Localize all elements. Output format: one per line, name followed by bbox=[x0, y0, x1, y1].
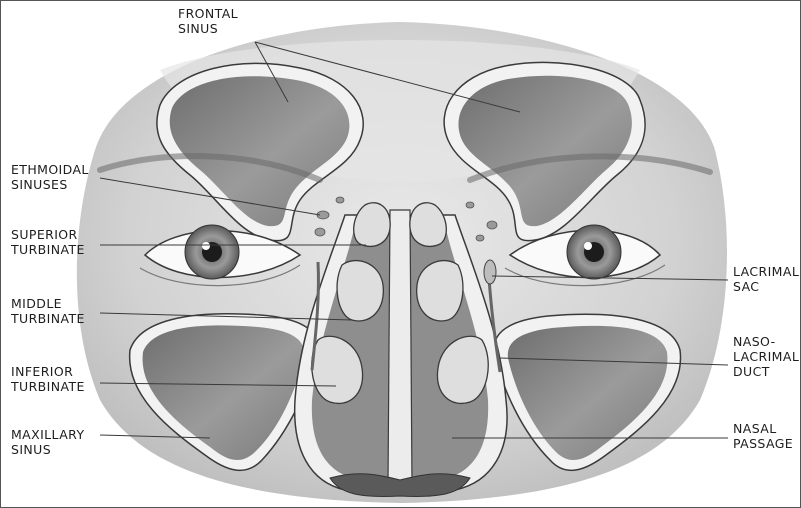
label-frontal-sinus: FRONTAL SINUS bbox=[178, 6, 238, 36]
label-nasal-passage: NASAL PASSAGE bbox=[733, 421, 793, 451]
label-lacrimal-sac: LACRIMAL SAC bbox=[733, 264, 799, 294]
label-ethmoidal-sinuses: ETHMOIDAL SINUSES bbox=[11, 162, 89, 192]
label-superior-turbinate: SUPERIOR TURBINATE bbox=[11, 227, 85, 257]
label-inferior-turbinate: INFERIOR TURBINATE bbox=[11, 364, 85, 394]
label-middle-turbinate: MIDDLE TURBINATE bbox=[11, 296, 85, 326]
lacrimal-sac-right bbox=[484, 260, 496, 284]
label-maxillary-sinus: MAXILLARY SINUS bbox=[11, 427, 84, 457]
label-nasolacrimal-duct: NASO- LACRIMAL DUCT bbox=[733, 334, 799, 379]
